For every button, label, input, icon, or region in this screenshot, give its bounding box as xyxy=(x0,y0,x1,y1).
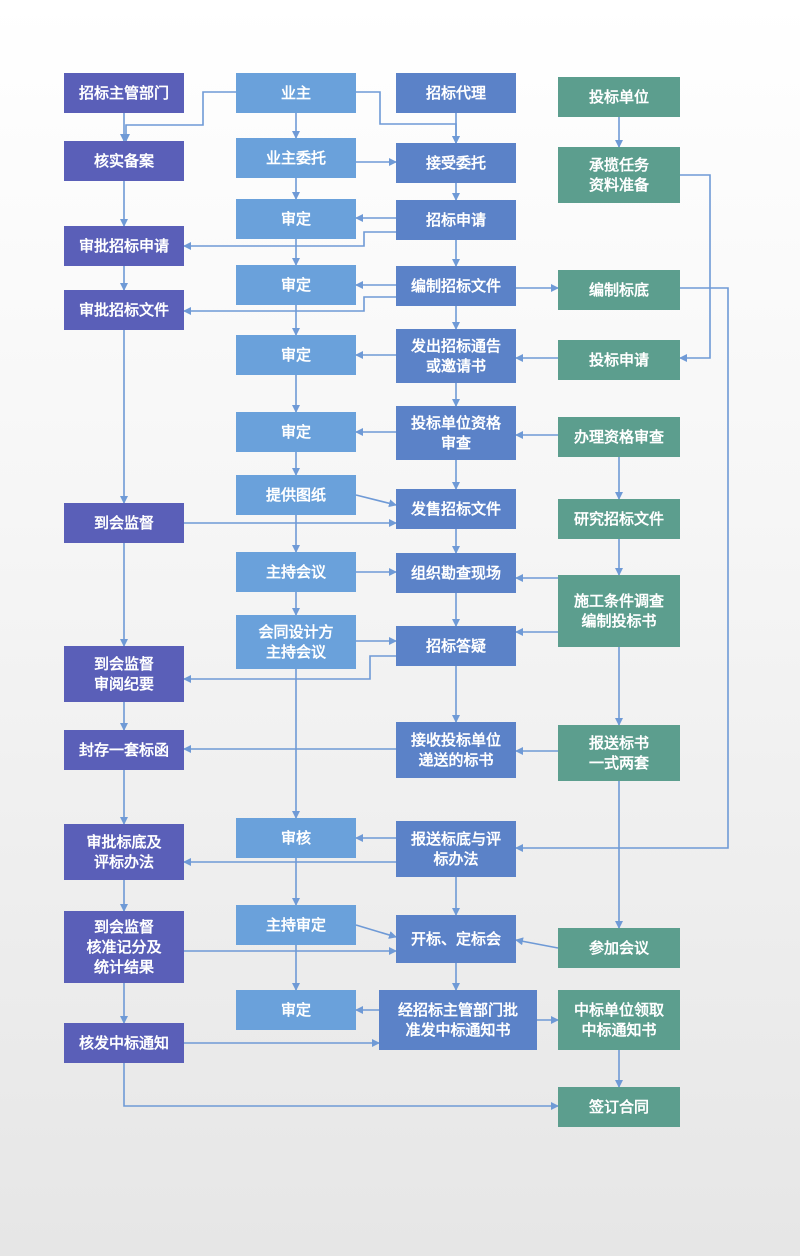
node-dayi: 招标答疑 xyxy=(396,626,516,666)
connector-arrow xyxy=(183,296,396,315)
node-yzweituo: 业主委托 xyxy=(236,138,356,178)
node-fashou: 发售招标文件 xyxy=(396,489,516,529)
node-jieshoutb: 接收投标单位 递送的标书 xyxy=(396,722,516,778)
node-tgtz: 提供图纸 xyxy=(236,475,356,515)
node-jieshou: 接受委托 xyxy=(396,143,516,183)
node-hesbeian: 核实备案 xyxy=(64,141,184,181)
node-spwj: 审批招标文件 xyxy=(64,290,184,330)
connector-arrow xyxy=(122,91,236,142)
node-spbd: 审批标底及 评标办法 xyxy=(64,824,184,880)
node-spsq: 审批招标申请 xyxy=(64,226,184,266)
node-daili: 招标代理 xyxy=(396,73,516,113)
node-sd3: 审定 xyxy=(236,335,356,375)
node-kaibiao: 开标、定标会 xyxy=(396,915,516,963)
node-blzg: 办理资格审查 xyxy=(558,417,680,457)
node-kancha: 组织勘查现场 xyxy=(396,553,516,593)
node-zbly: 中标单位领取 中标通知书 xyxy=(558,990,680,1050)
node-zcsd: 主持审定 xyxy=(236,905,356,945)
connector-arrow xyxy=(355,924,397,939)
node-cjhy: 参加会议 xyxy=(558,928,680,968)
node-sd1: 审定 xyxy=(236,199,356,239)
node-qdht: 签订合同 xyxy=(558,1087,680,1127)
node-bsbs: 报送标书 一式两套 xyxy=(558,725,680,781)
connector-arrow xyxy=(183,655,396,683)
node-toubiao: 投标单位 xyxy=(558,77,680,117)
node-zgsc: 投标单位资格 审查 xyxy=(396,406,516,460)
connector-arrow xyxy=(183,231,396,250)
node-sd2: 审定 xyxy=(236,265,356,305)
node-tbsq: 投标申请 xyxy=(558,340,680,380)
node-bianzhi: 编制招标文件 xyxy=(396,266,516,306)
node-hfzb: 核发中标通知 xyxy=(64,1023,184,1063)
node-chenglan: 承揽任务 资料准备 xyxy=(558,147,680,203)
connector-arrow xyxy=(515,287,729,852)
node-fcbh: 封存一套标函 xyxy=(64,730,184,770)
node-yjwj: 研究招标文件 xyxy=(558,499,680,539)
node-hytj: 会同设计方 主持会议 xyxy=(236,615,356,669)
node-shenhe: 审核 xyxy=(236,818,356,858)
node-zchy: 主持会议 xyxy=(236,552,356,592)
node-fachu: 发出招标通告 或邀请书 xyxy=(396,329,516,383)
node-dhjd: 到会监督 xyxy=(64,503,184,543)
node-bsbs-bd: 报送标底与评 标办法 xyxy=(396,821,516,877)
connector-arrow xyxy=(515,937,559,949)
node-jzg: 经招标主管部门批 准发中标通知书 xyxy=(379,990,537,1050)
connector-arrow xyxy=(123,1063,559,1110)
node-sd4: 审定 xyxy=(236,412,356,452)
node-bzbd: 编制标底 xyxy=(558,270,680,310)
node-sgtj: 施工条件调查 编制投标书 xyxy=(558,575,680,647)
node-yezhu: 业主 xyxy=(236,73,356,113)
connector-arrow xyxy=(679,174,711,362)
node-dhsy: 到会监督 审阅纪要 xyxy=(64,646,184,702)
node-zhuguan: 招标主管部门 xyxy=(64,73,184,113)
connector-arrow xyxy=(355,494,397,508)
node-dhhz: 到会监督 核准记分及 统计结果 xyxy=(64,911,184,983)
node-sd5: 审定 xyxy=(236,990,356,1030)
node-sqing: 招标申请 xyxy=(396,200,516,240)
